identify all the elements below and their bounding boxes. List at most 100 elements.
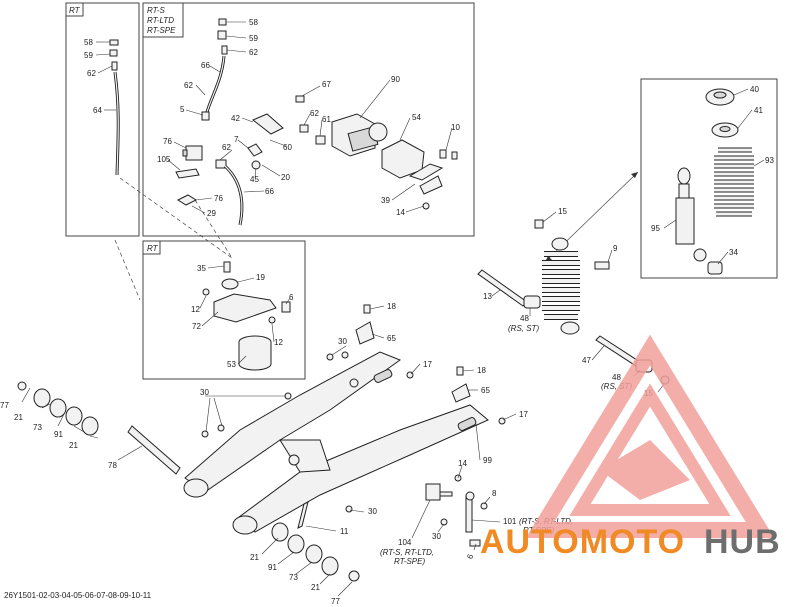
callout-47: 47: [582, 356, 591, 365]
callout-42: 42: [231, 114, 240, 123]
callout-9: 9: [613, 244, 618, 253]
callout-19: 19: [256, 273, 265, 282]
callout-30: 30: [432, 532, 441, 541]
callout-6: 6: [465, 552, 475, 560]
sensor-76: [175, 145, 203, 206]
callout-76: 76: [214, 194, 223, 203]
callout-5: 5: [180, 105, 185, 114]
frame-rt-main: RT-S RT-LTD RT-SPE: [142, 2, 475, 237]
callout-40: 40: [750, 85, 759, 94]
callout-105: 105: [157, 155, 171, 164]
shock-assembly: [477, 219, 670, 385]
note-48-rs-st: (RS, ST): [508, 324, 539, 333]
callout-17: 17: [519, 410, 528, 419]
bearings-right: [271, 501, 360, 582]
callout-8: 8: [492, 489, 497, 498]
callout-53: 53: [227, 360, 236, 369]
callout-17: 17: [423, 360, 432, 369]
callout-78: 78: [108, 461, 117, 470]
callout-34: 34: [729, 248, 738, 257]
callout-21: 21: [250, 553, 259, 562]
damper-95: [675, 167, 707, 262]
callout-62: 62: [87, 69, 96, 78]
pivot-shaft-78: [127, 425, 181, 475]
callout-48: 48: [520, 314, 529, 323]
callout-95: 95: [651, 224, 660, 233]
callout-58: 58: [249, 18, 258, 27]
callout-12: 12: [191, 305, 200, 314]
note-104-line2: RT-SPE): [394, 557, 425, 566]
retainer-40: [705, 88, 735, 106]
callout-30: 30: [338, 337, 347, 346]
callout-91: 91: [54, 430, 63, 439]
callout-21: 21: [311, 583, 320, 592]
canister-53: [238, 335, 272, 371]
plate-72: [202, 261, 291, 324]
callout-90: 90: [391, 75, 400, 84]
callout-59: 59: [249, 34, 258, 43]
note-104-line1: (RT-S, RT-LTD,: [380, 548, 434, 557]
bearings-left: [17, 381, 99, 436]
brackets-65: [326, 304, 506, 425]
frame-rt-mid: RT: [142, 240, 306, 380]
callout-62: 62: [310, 109, 319, 118]
document-code: 26Y1501-02-03-04-05-06-07-08-09-10-11: [4, 591, 152, 600]
callout-77: 77: [0, 401, 9, 410]
box-label-rt-mid: RT: [147, 244, 159, 253]
callout-10: 10: [451, 123, 460, 132]
box-label-rt-left: RT: [69, 6, 81, 15]
callout-41: 41: [754, 106, 763, 115]
callout-77: 77: [331, 597, 340, 606]
callout-65: 65: [481, 386, 490, 395]
box-label-rt-spe: RT-SPE: [147, 26, 176, 35]
bracket-42: [247, 113, 284, 170]
callout-30: 30: [200, 388, 209, 397]
watermark-logo: [525, 334, 775, 538]
callout-18: 18: [387, 302, 396, 311]
note-48-rs-st: (RS, ST): [601, 382, 632, 391]
callout-14: 14: [458, 459, 467, 468]
callout-61: 61: [322, 115, 331, 124]
callout-65: 65: [387, 334, 396, 343]
callout-62: 62: [184, 81, 193, 90]
callout-35: 35: [197, 264, 206, 273]
callout-62: 62: [249, 48, 258, 57]
watermark-hub: HUB: [704, 523, 781, 561]
callout-73: 73: [33, 423, 42, 432]
fasteners-30: [201, 392, 353, 513]
callout-104: 104: [398, 538, 412, 547]
callout-73: 73: [289, 573, 298, 582]
callout-21: 21: [14, 413, 23, 422]
callout-66: 66: [201, 61, 210, 70]
callout-12: 12: [274, 338, 283, 347]
callout-60: 60: [283, 143, 292, 152]
callout-15: 15: [558, 207, 567, 216]
callout-59: 59: [84, 51, 93, 60]
callout-labels: 58 59 62 64 58 59 62 66 62 5 76 105 76 2…: [0, 18, 774, 606]
callout-64: 64: [93, 106, 102, 115]
callout-14: 14: [396, 208, 405, 217]
callout-45: 45: [250, 175, 259, 184]
callout-11: 11: [340, 527, 349, 536]
callout-21: 21: [69, 441, 78, 450]
callout-101: 101: [503, 517, 517, 526]
bushing-34: [707, 261, 723, 275]
callout-39: 39: [381, 196, 390, 205]
callout-62: 62: [222, 143, 231, 152]
cable-64: [109, 39, 120, 176]
frame-rt-left: RT: [65, 2, 140, 237]
watermark-text: AUTOMOTO HUB: [480, 523, 781, 561]
sensor-104-101: [425, 474, 488, 547]
cable-66-lower: [215, 159, 244, 226]
callout-13: 13: [483, 292, 492, 301]
callout-93: 93: [765, 156, 774, 165]
spacer-41: [711, 122, 739, 138]
bracket-39: [408, 149, 458, 210]
callout-67: 67: [322, 80, 331, 89]
callout-29: 29: [207, 209, 216, 218]
callout-30: 30: [368, 507, 377, 516]
callout-99: 99: [483, 456, 492, 465]
box-label-rt-s: RT-S: [147, 6, 165, 15]
callout-72: 72: [192, 322, 201, 331]
